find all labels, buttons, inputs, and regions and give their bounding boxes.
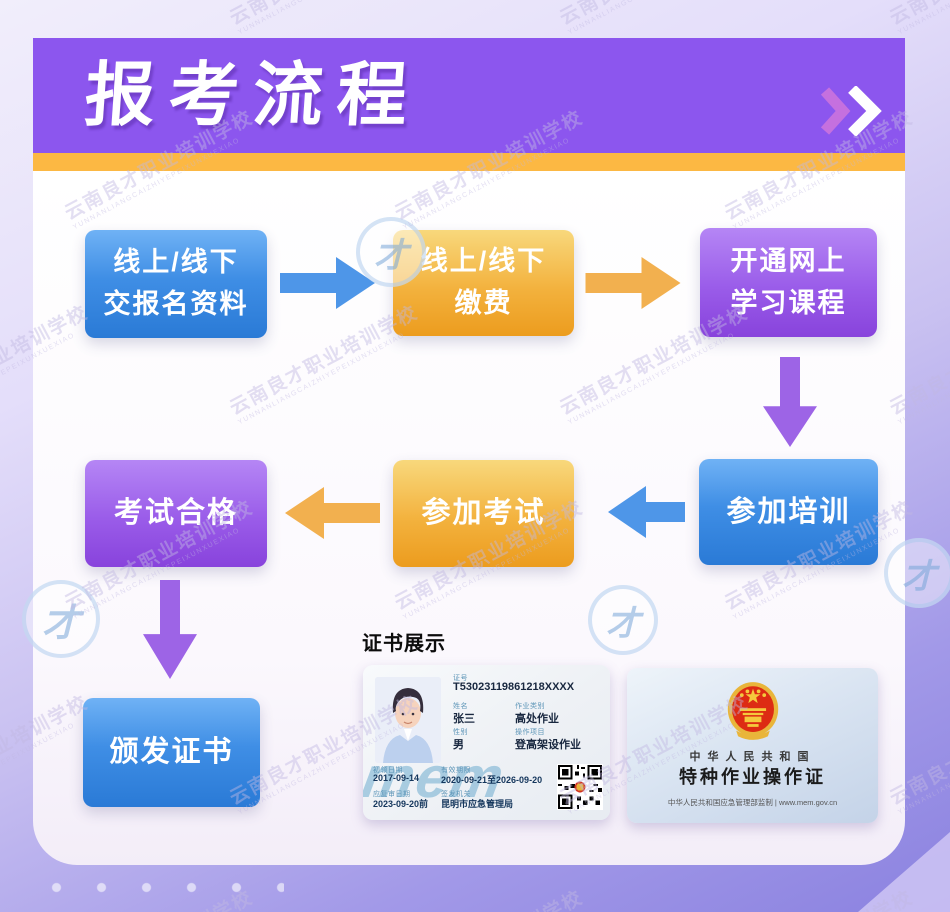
review-label: 应复审日期 [373, 791, 411, 798]
certificate-section-title: 证书展示 [362, 633, 446, 655]
country-name: 中华人民共和国 [689, 751, 816, 763]
watermark-cn: 云南良才职业培训学校 [224, 0, 422, 30]
avatar [375, 677, 441, 763]
qr-code [557, 764, 603, 810]
step-line: 参加考试 [421, 497, 546, 530]
arrow-left-icon [285, 487, 380, 539]
certificate-footer: 中华人民共和国应急管理部监制 | www.mem.gov.cn [667, 798, 838, 807]
step-line: 交报名资料 [103, 289, 249, 319]
arrow-left-icon [608, 486, 685, 538]
category-label: 作业类别 [515, 703, 545, 710]
header-banner: 报考流程 [33, 38, 905, 153]
page-title: 报考流程 [82, 56, 424, 134]
cert-no-label: 证号 [453, 675, 468, 682]
flow-step-pass-exam: 考试合格 [85, 460, 267, 567]
first-issue-label: 初领日期 [373, 767, 403, 774]
arrow-right-icon [280, 257, 375, 309]
double-chevron-right-icon [820, 86, 882, 136]
name-value: 张三 [453, 713, 475, 725]
text-watermark: 云南良才职业培训学校YUNNANLIANGCAIZHIYEPEIXUNXUEXI… [224, 0, 425, 36]
step-line: 学习课程 [730, 287, 847, 318]
certificate-back: 中华人民共和国 特种作业操作证 中华人民共和国应急管理部监制 | www.mem… [627, 668, 878, 823]
watermark-cn: 云南良才职业培训学校 [0, 0, 92, 30]
flow-step-attend-training: 参加培训 [699, 459, 878, 565]
valid-label: 有效期限 [441, 767, 471, 774]
text-watermark: 云南良才职业培训学校YUNNANLIANGCAIZHIYEPEIXUNXUEXI… [0, 0, 96, 36]
step-line: 参加培训 [726, 495, 851, 528]
first-issue-value: 2017-09-14 [373, 773, 420, 783]
valid-value: 2020-09-21至2026-09-20 [441, 775, 543, 785]
flow-step-open-course: 开通网上 学习课程 [700, 228, 877, 337]
step-line: 线上/线下 [420, 246, 547, 277]
step-line: 颁发证书 [109, 736, 234, 769]
step-line: 考试合格 [113, 497, 238, 530]
project-value: 登高架设作业 [515, 739, 581, 751]
name-label: 姓名 [453, 703, 468, 710]
flow-step-issue-certificate: 颁发证书 [83, 698, 260, 807]
review-value: 2023-09-20前 [373, 799, 429, 809]
project-label: 操作项目 [515, 729, 545, 736]
flow-step-take-exam: 参加考试 [393, 460, 574, 567]
flow-step-pay-fee: 线上/线下 缴费 [393, 230, 574, 336]
certificate-name: 特种作业操作证 [679, 767, 826, 787]
flow-step-submit-materials: 线上/线下 交报名资料 [85, 230, 267, 338]
step-line: 线上/线下 [113, 247, 239, 278]
accent-bar [33, 153, 905, 171]
gender-value: 男 [453, 739, 464, 751]
text-watermark: 云南良才职业培训学校YUNNANLIANGCAIZHIYEPEIXUNXUEXI… [884, 0, 950, 36]
id-photo [375, 677, 441, 763]
watermark-en: YUNNANLIANGCAIZHIYEPEIXUNXUEXIAO [237, 0, 426, 36]
watermark-en: YUNNANLIANGCAIZHIYEPEIXUNXUEXIAO [567, 0, 756, 36]
watermark-cn: 云南良才职业培训学校 [884, 0, 950, 30]
arrow-right-icon [585, 257, 681, 309]
text-watermark: 云南良才职业培训学校YUNNANLIANGCAIZHIYEPEIXUNXUEXI… [389, 883, 590, 912]
certificate-front: mem 证号 T53023119861218XXXX 姓名 张三 作业类别 高处… [363, 665, 610, 820]
text-watermark: 云南良才职业培训学校YUNNANLIANGCAIZHIYEPEIXUNXUEXI… [554, 0, 755, 36]
authority-value: 昆明市应急管理局 [441, 799, 514, 809]
watermark-en: YUNNANLIANGCAIZHIYEPEIXUNXUEXIAO [897, 0, 950, 36]
arrow-down-icon [763, 357, 817, 448]
watermark-cn: 云南良才职业培训学校 [389, 883, 587, 912]
watermark-en: YUNNANLIANGCAIZHIYEPEIXUNXUEXIAO [0, 0, 96, 36]
step-line: 缴费 [454, 288, 513, 318]
national-emblem-icon [727, 682, 779, 740]
watermark-en: YUNNANLIANGCAIZHIYEPEIXUNXUEXIAO [402, 907, 591, 912]
authority-label: 签发机关 [441, 791, 471, 798]
watermark-cn: 云南良才职业培训学校 [554, 0, 752, 30]
step-line: 开通网上 [730, 245, 847, 276]
logo-glyph: 才 [902, 557, 936, 596]
gender-label: 性别 [453, 729, 468, 736]
category-value: 高处作业 [515, 713, 559, 725]
arrow-down-icon [143, 580, 197, 679]
cert-no-value: T53023119861218XXXX [453, 681, 575, 693]
